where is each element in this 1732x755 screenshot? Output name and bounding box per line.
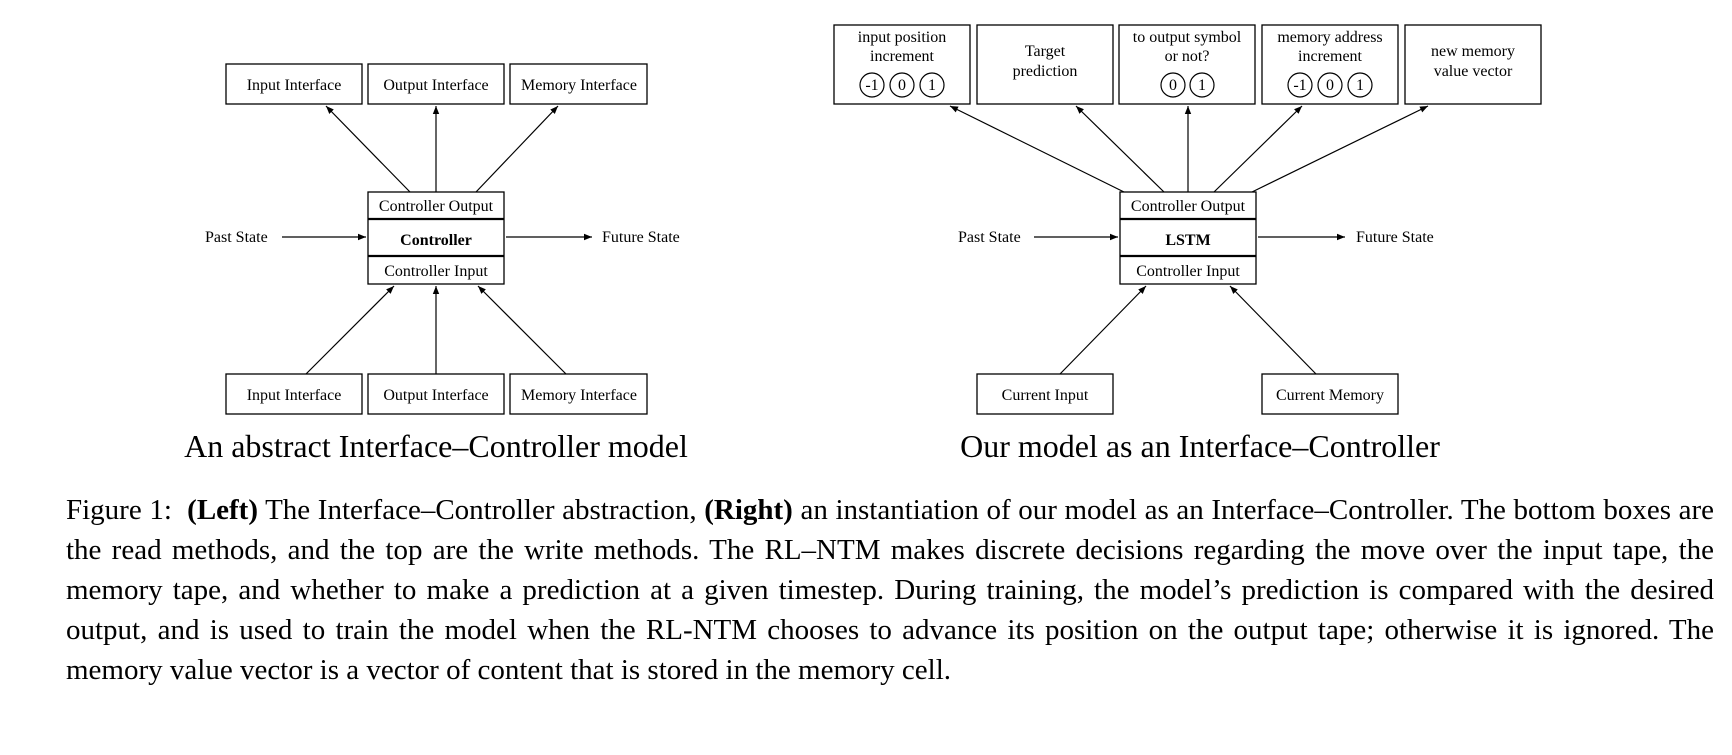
figure-caption: Figure 1: (Left) The Interface–Controlle… (66, 490, 1714, 690)
right-top-target-prediction-box: Target prediction (976, 24, 1114, 105)
left-past-state-label: Past State (205, 229, 268, 246)
svg-text:Input Interface: Input Interface (247, 387, 342, 404)
svg-text:memory address: memory address (1277, 29, 1382, 46)
figure-label: Figure 1: (66, 494, 172, 526)
left-top-input-interface-box: Input Interface (225, 63, 363, 105)
svg-text:Memory Interface: Memory Interface (521, 77, 637, 94)
option-1-circle: 1 (1189, 72, 1215, 98)
svg-text:Output Interface: Output Interface (383, 77, 488, 94)
right-top-output-symbol-box: to output symbol or not? 0 1 (1118, 24, 1256, 105)
left-top-memory-interface-box: Memory Interface (509, 63, 648, 105)
svg-text:Memory Interface: Memory Interface (521, 387, 637, 404)
svg-text:value vector: value vector (1434, 63, 1513, 80)
right-controller-input-label: Controller Input (1136, 263, 1240, 280)
left-tag: (Left) (187, 494, 258, 526)
left-arrow-from-input-interface (305, 285, 395, 375)
right-top-memory-address-box: memory address increment -1 0 1 (1261, 24, 1399, 105)
right-subtitle: Our model as an Interface–Controller (960, 428, 1440, 464)
right-arrow-from-current-input (1059, 285, 1147, 375)
interface-controller-diagram: Input Interface Output Interface Memory … (184, 24, 1542, 464)
left-controller-label: Controller (400, 232, 472, 249)
svg-text:prediction: prediction (1013, 63, 1078, 80)
left-arrow-to-memory-interface (475, 105, 559, 193)
right-current-memory-box: Current Memory (1261, 373, 1399, 415)
right-top-memory-value-box: new memory value vector (1404, 24, 1542, 105)
right-arrow-to-memory-address (1213, 105, 1303, 193)
right-tag: (Right) (704, 494, 793, 526)
svg-text:0: 0 (898, 77, 906, 94)
svg-text:Output Interface: Output Interface (383, 387, 488, 404)
option-0-circle: 0 (1317, 72, 1343, 98)
right-current-input-box: Current Input (976, 373, 1114, 415)
option-minus1-circle: -1 (859, 72, 885, 98)
right-arrow-to-target-prediction (1075, 105, 1165, 193)
svg-text:1: 1 (1198, 77, 1206, 94)
left-arrow-to-input-interface (325, 105, 411, 193)
svg-text:Current Memory: Current Memory (1276, 387, 1384, 404)
svg-text:-1: -1 (865, 77, 878, 94)
left-top-output-interface-box: Output Interface (367, 63, 505, 105)
option-0-circle: 0 (1160, 72, 1186, 98)
svg-text:0: 0 (1326, 77, 1334, 94)
right-arrow-from-current-memory (1229, 285, 1317, 375)
option-1-circle: 1 (919, 72, 945, 98)
svg-text:to output symbol: to output symbol (1133, 29, 1242, 46)
svg-text:0: 0 (1169, 77, 1177, 94)
svg-text:or not?: or not? (1165, 48, 1210, 65)
right-arrow-to-input-position (949, 105, 1125, 193)
right-diagram: input position increment -1 0 1 Target p… (833, 24, 1542, 464)
svg-text:Input Interface: Input Interface (247, 77, 342, 94)
svg-text:-1: -1 (1293, 77, 1306, 94)
left-diagram: Input Interface Output Interface Memory … (184, 63, 688, 464)
option-1-circle: 1 (1347, 72, 1373, 98)
option-0-circle: 0 (889, 72, 915, 98)
left-future-state-label: Future State (602, 229, 680, 246)
left-controller-input-label: Controller Input (384, 263, 488, 280)
left-controller-stack: Controller Output Controller Controller … (367, 191, 505, 285)
right-top-input-position-box: input position increment -1 0 1 (833, 24, 971, 105)
caption-text-2: an instantiation of our model as an Inte… (66, 494, 1715, 686)
left-bottom-input-interface-box: Input Interface (225, 373, 363, 415)
right-arrow-to-memory-value (1251, 105, 1429, 193)
svg-text:new memory: new memory (1431, 43, 1515, 60)
svg-text:increment: increment (1298, 48, 1363, 65)
svg-text:input position: input position (858, 29, 946, 46)
svg-text:1: 1 (1356, 77, 1364, 94)
right-past-state-label: Past State (958, 229, 1021, 246)
right-controller-stack: Controller Output LSTM Controller Input (1119, 191, 1257, 285)
right-future-state-label: Future State (1356, 229, 1434, 246)
caption-text-1: The Interface–Controller abstraction, (258, 494, 705, 526)
right-lstm-label: LSTM (1165, 232, 1210, 249)
svg-text:increment: increment (870, 48, 935, 65)
left-subtitle: An abstract Interface–Controller model (184, 428, 688, 464)
svg-text:Current Input: Current Input (1002, 387, 1089, 404)
right-controller-output-label: Controller Output (1131, 198, 1246, 215)
option-minus1-circle: -1 (1287, 72, 1313, 98)
left-bottom-memory-interface-box: Memory Interface (509, 373, 648, 415)
svg-text:1: 1 (928, 77, 936, 94)
left-controller-output-label: Controller Output (379, 198, 494, 215)
left-bottom-output-interface-box: Output Interface (367, 373, 505, 415)
svg-text:Target: Target (1025, 43, 1066, 60)
left-arrow-from-memory-interface (477, 285, 567, 375)
